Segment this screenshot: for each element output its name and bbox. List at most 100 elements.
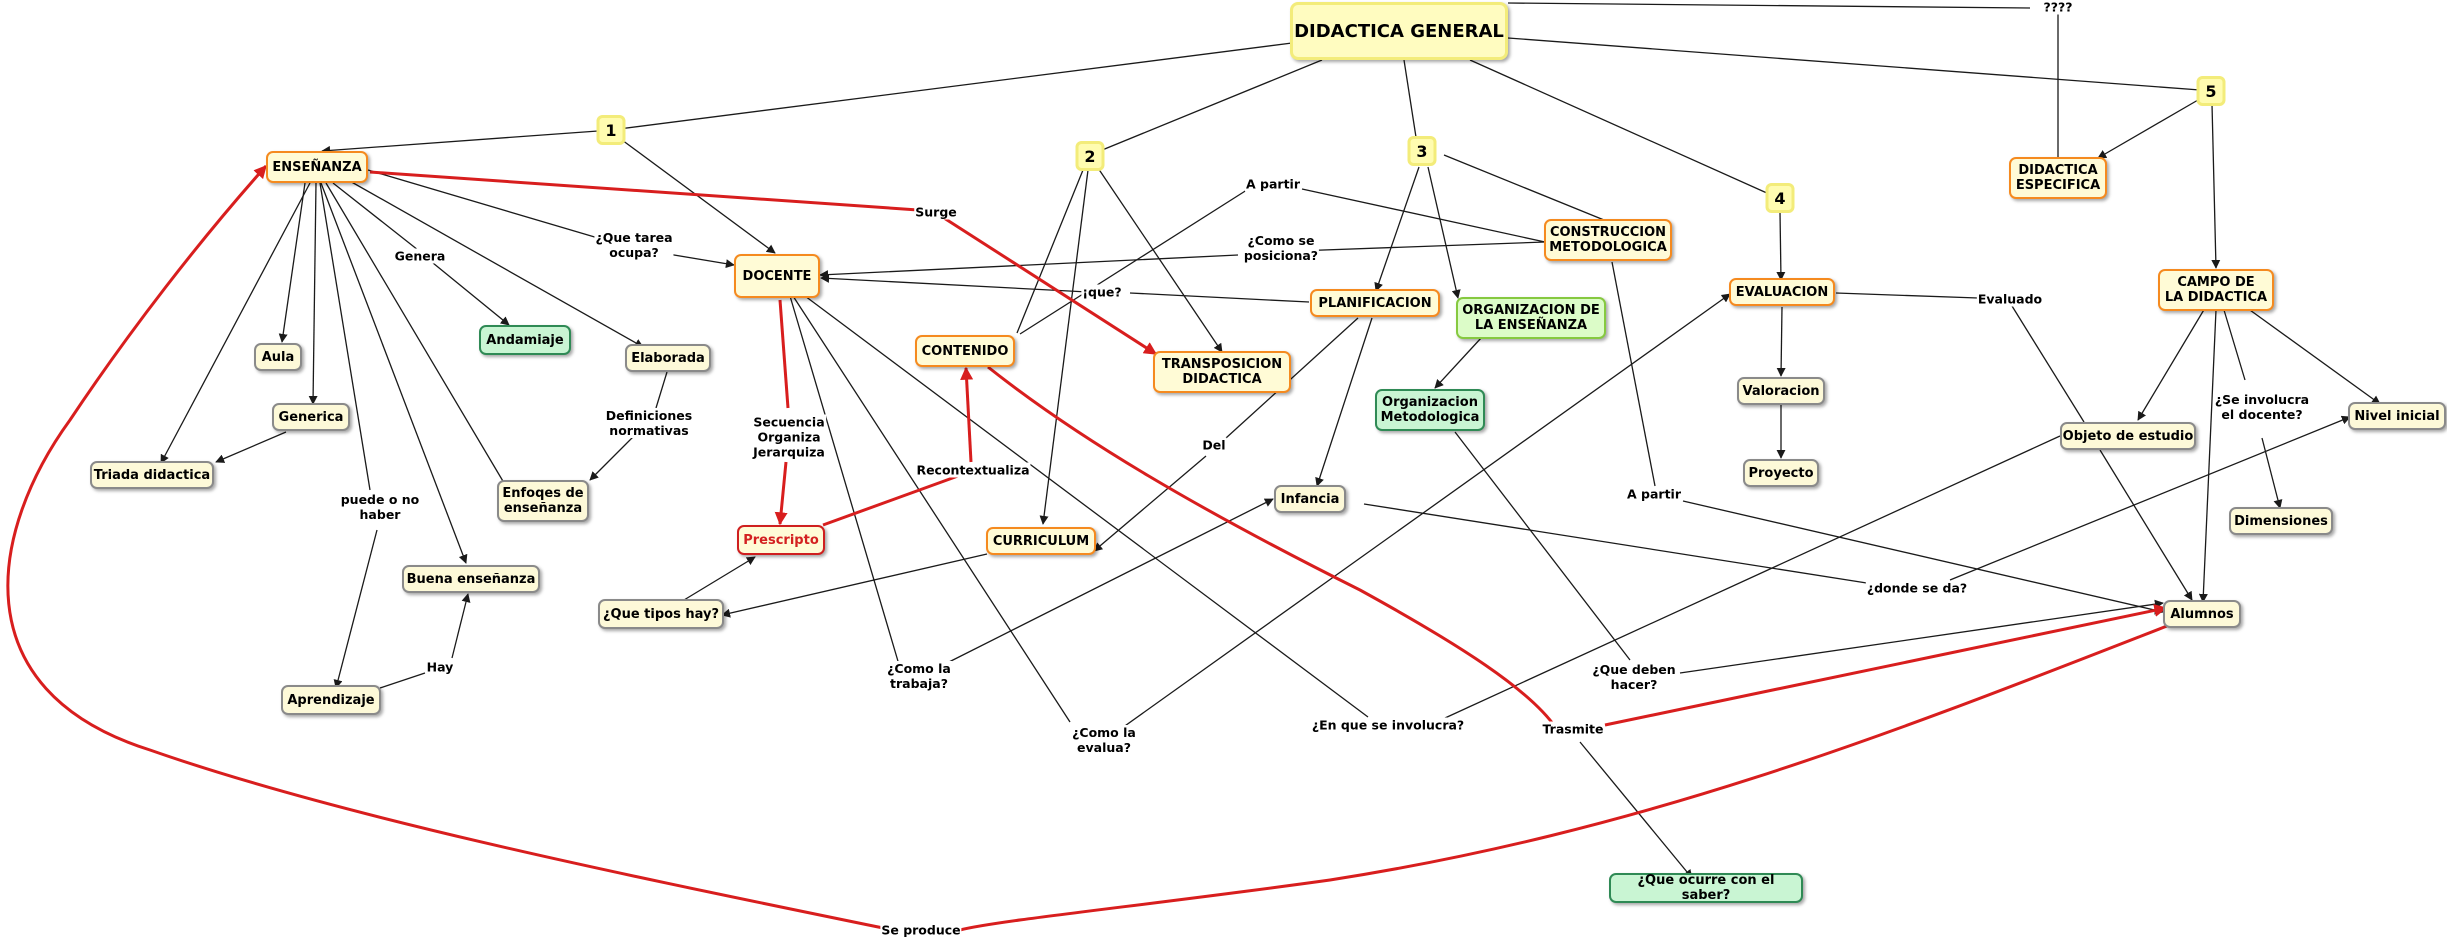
edge-construccion-apartir1 — [1301, 188, 1546, 243]
edge-infancia-donde — [1363, 503, 1874, 585]
edge-ens-buena — [320, 182, 468, 564]
branch-number-3: 3 — [1407, 136, 1437, 166]
edge-docente-trabaja — [789, 295, 901, 669]
edge-ens-andamiaje — [332, 182, 509, 325]
label-donde-se-da: ¿donde se da? — [1865, 580, 1969, 596]
branch-number-2: 2 — [1075, 141, 1105, 171]
edge-3-construccion — [1443, 154, 1605, 221]
edge-aprendizaje-hay — [379, 672, 426, 689]
label-evaluado: Evaluado — [1976, 291, 2044, 307]
edge-involucra-dimensiones — [2261, 437, 2283, 509]
red-contenido-trasmite — [987, 365, 1558, 729]
edge-3-planificacion — [1374, 166, 1420, 292]
edge-construccion-apartir2 — [1611, 261, 1656, 487]
label-que: ¡que? — [1081, 284, 1123, 300]
label-recontextualiza: Recontextualiza — [915, 462, 1031, 478]
node-ensenanza: ENSEÑANZA — [266, 151, 368, 183]
edge-planificacion-docente — [821, 278, 1310, 303]
label-secuencia: Secuencia Organiza Jerarquiza — [752, 414, 826, 460]
node-aula: Aula — [254, 343, 302, 371]
label-surge: Surge — [914, 204, 958, 220]
branch-number-5: 5 — [2196, 76, 2226, 106]
label-definiciones: Definiciones normativas — [604, 408, 694, 438]
edge-5-especifica — [2097, 99, 2199, 159]
edge-apartir2-alumnos — [1682, 500, 2164, 615]
label-trasmite: Trasmite — [1541, 721, 1605, 737]
edge-apartir-contenido — [1019, 187, 1251, 335]
edge-evaluacion-valoracion — [1776, 306, 1786, 377]
node-planificacion: PLANIFICACION — [1310, 289, 1440, 317]
edge-quetipos-prescripto — [683, 556, 756, 601]
edge-docente-involucra — [804, 295, 1369, 718]
node-proyecto: Proyecto — [1743, 459, 1819, 487]
node-contenido: CONTENIDO — [915, 335, 1015, 367]
edge-del-curriculum — [1093, 455, 1207, 552]
node-curriculum: CURRICULUM — [986, 527, 1096, 555]
edge-main-1 — [610, 42, 1293, 131]
edge-hay-buena — [451, 593, 471, 659]
node-objeto-estudio: Objeto de estudio — [2060, 422, 2196, 450]
main-title-node: DIDACTICA GENERAL — [1290, 2, 1508, 60]
label-q4: ???? — [2042, 0, 2074, 15]
edge-main-4 — [1469, 59, 1779, 199]
node-alumnos: Alumnos — [2163, 600, 2241, 628]
label-se-involucra-docente: ¿Se involucra el docente? — [2213, 392, 2311, 422]
edge-main-3 — [1403, 59, 1419, 151]
label-en-que-se-involucra: ¿En que se involucra? — [1310, 717, 1466, 733]
edge-2-curriculum — [1039, 169, 1089, 525]
edge-1-docente — [621, 139, 776, 254]
edge-planificacion-del — [1225, 317, 1359, 439]
edge-campo-nivel — [2242, 304, 2381, 405]
red-secuencia-prescripto — [774, 461, 788, 526]
edge-2-contenido — [1016, 169, 1084, 334]
edge-defs-enfoques — [589, 433, 637, 481]
edge-ens-enfoques — [325, 182, 511, 494]
branch-number-4: 4 — [1765, 183, 1795, 213]
label-como-se-posiciona: ¿Como se posiciona? — [1242, 233, 1320, 263]
node-generica: Generica — [272, 403, 350, 431]
edge-main-5 — [1507, 37, 2201, 91]
node-campo-didactica: CAMPO DE LA DIDACTICA — [2158, 269, 2274, 311]
edge-campo-alumnos — [2198, 309, 2217, 603]
red-recontextualiza-contenido — [960, 366, 974, 463]
edge-evaluado-objeto — [2011, 305, 2085, 423]
red-docente-secuencia — [778, 299, 790, 409]
edge-elaborada-defs — [655, 371, 668, 409]
edge-curriculum-quetipos — [721, 553, 988, 618]
edge-5-campo — [2211, 103, 2221, 269]
red-ensenanza-surge — [369, 170, 919, 212]
edge-ens-elaborada — [347, 179, 644, 348]
label-se-produce: Se produce — [880, 922, 962, 938]
node-prescripto: Prescripto — [737, 525, 825, 555]
node-dimensiones: Dimensiones — [2229, 507, 2333, 535]
edge-infancia-trabaja — [944, 498, 1274, 665]
edge-campo-objeto — [2137, 307, 2206, 421]
node-andamiaje: Andamiaje — [479, 325, 571, 355]
edge-4-evaluacion — [1776, 211, 1786, 281]
edge-main-2 — [1089, 59, 1323, 156]
edge-deben-alumnos — [1679, 599, 2164, 674]
node-que-tipos: ¿Que tipos hay? — [598, 599, 724, 629]
label-hay: Hay — [425, 659, 455, 675]
edge-1-ensenanza — [321, 130, 599, 155]
edge-ens-generica — [308, 182, 318, 405]
label-del: Del — [1201, 437, 1227, 453]
edge-puede-aprendizaje — [333, 529, 378, 689]
edge-objeto-alumnos — [2099, 449, 2193, 601]
node-elaborada: Elaborada — [625, 344, 711, 372]
edge-objeto-involucra — [1444, 435, 2061, 719]
edge-ens-triada — [160, 182, 311, 464]
red-trasmite-alumnos — [1604, 604, 2168, 727]
branch-number-1: 1 — [596, 115, 626, 145]
edge-construccion-docente — [820, 241, 1546, 275]
node-didactica-especifica: DIDACTICA ESPECIFICA — [2009, 157, 2107, 199]
edge-planificacion-infancia — [1315, 317, 1373, 487]
edge-ens-puede — [319, 182, 371, 491]
label-como-la-trabaja: ¿Como la trabaja? — [886, 661, 952, 691]
edge-docente-evalua — [792, 295, 1071, 723]
edge-evalua-evaluacion — [1114, 293, 1731, 734]
edge-org-metod — [1434, 336, 1483, 389]
red-seproduce-ensenanza — [6, 165, 884, 930]
node-valoracion: Valoracion — [1737, 377, 1825, 405]
